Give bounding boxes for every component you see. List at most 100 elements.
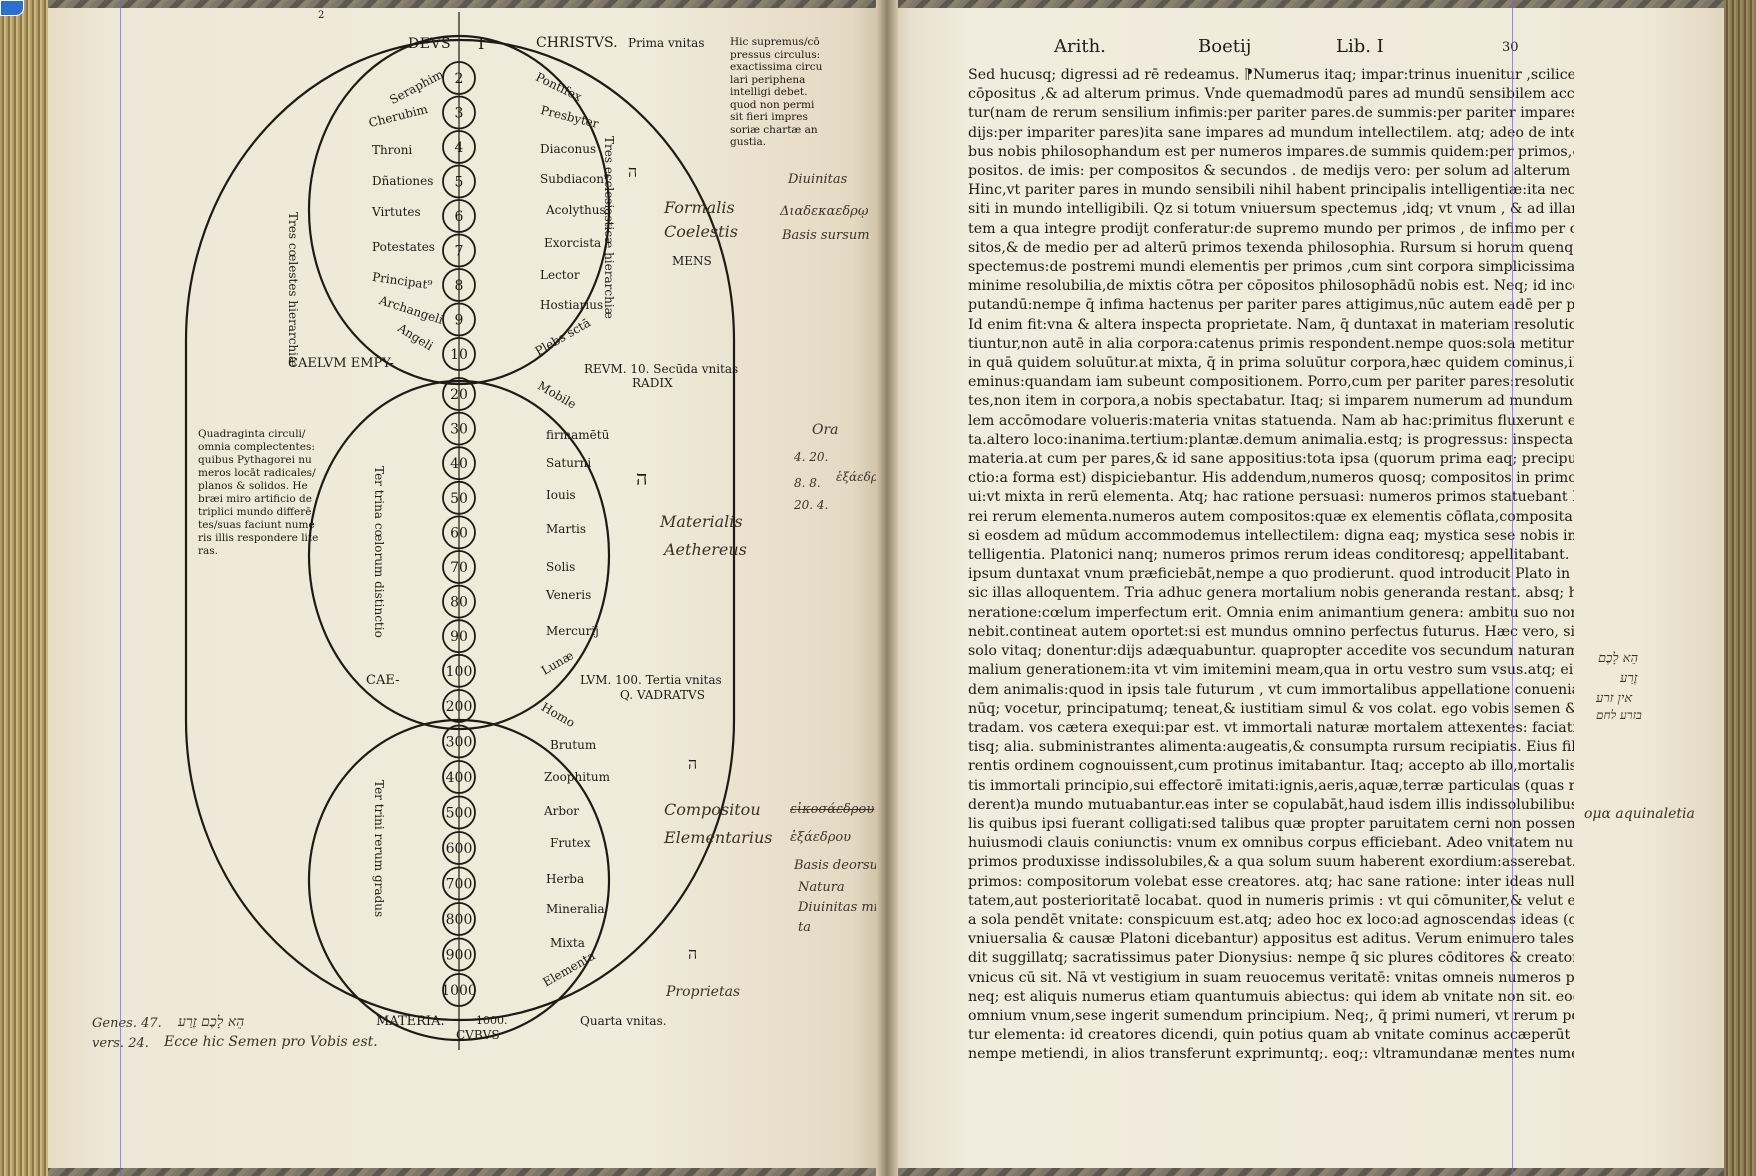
angel-dominationes: Dñationes: [372, 174, 434, 188]
hebrew-letter-4: ה: [688, 944, 698, 963]
number-circle: [442, 377, 476, 411]
text-line: Id enim fit:vna & altera inspecta propri…: [968, 316, 1574, 333]
number-circle-label: 90: [450, 629, 468, 645]
text-line: sic illas alloquentem. Tria adhuc genera…: [968, 585, 1574, 602]
sphere-solis: Solis: [546, 560, 576, 574]
number-circle: [442, 689, 476, 723]
text-line: omnium vnum,sese ingerit sumendum princi…: [968, 1007, 1574, 1024]
number-circle: [442, 164, 476, 199]
number-circle: [442, 268, 476, 302]
number-circle: [442, 302, 476, 337]
margin-natura: Natura: [798, 880, 845, 895]
radix-label: RADIX: [632, 376, 673, 390]
order-lector: Lector: [540, 268, 580, 282]
text-line: cōpositus ,& ad alterum primus. Vnde que…: [968, 86, 1574, 103]
number-circle: [442, 233, 476, 268]
text-line: tatem,aut posterioritatē locabat. quod i…: [968, 892, 1574, 909]
text-line: siti in mundo intelligibili. Qz si totum…: [968, 201, 1574, 218]
cae-label: CAE-: [366, 673, 400, 688]
text-line: putandū:nempe q̄ infima hactenus per par…: [968, 297, 1574, 314]
guide-line-right[interactable]: [1512, 0, 1513, 1176]
margin-formalis: Formalis: [664, 198, 735, 217]
sphere-saturni: Saturni: [546, 456, 592, 470]
text-line: neq; est aliquis numerus etiam quantumui…: [968, 988, 1574, 1005]
left-book-edge: [0, 0, 48, 1176]
margin-divinitas-mixta: Diuinitas mix-: [798, 900, 890, 915]
number-circle: [442, 446, 476, 481]
text-line: Hinc,vt pariter pares in mundo sensibili…: [968, 182, 1574, 199]
number-circle-label: 6: [455, 209, 464, 225]
number-circle-label: 700: [446, 877, 473, 893]
hierarchy-things: Ter trini rerum gradus: [372, 780, 386, 918]
text-line: rentis ordinem cognouissent,cum protinus…: [968, 758, 1574, 775]
number-circle-label: 900: [446, 948, 473, 964]
angel-virtutes: Virtutes: [372, 205, 421, 219]
number-circle-label: 1000: [441, 983, 477, 999]
number-circle-label: 3: [455, 106, 464, 122]
text-line: vnicus cū sit. Nā vt vestigium in suam r…: [968, 969, 1574, 986]
unity-one: I: [478, 34, 485, 53]
number-circle: [442, 199, 476, 233]
right-page: [886, 8, 1724, 1168]
text-line: vniuersalia & causæ Platoni dicebantur) …: [968, 931, 1574, 948]
quarta-unitas: Quarta vnitas.: [580, 1014, 667, 1028]
number-circle: [442, 902, 476, 936]
text-line: materia.at cum per pares,& id sane appos…: [968, 451, 1574, 468]
number-circle-label: 500: [446, 806, 473, 822]
number-circle: [442, 480, 476, 515]
materia-label: MATERIA.: [376, 1014, 445, 1029]
number-circle: [442, 866, 476, 901]
number-circle-label: 5: [455, 175, 464, 191]
number-circle-label: 40: [450, 456, 468, 472]
text-line: tradam. vos cætera exequi:par est. vt im…: [968, 719, 1574, 736]
number-circle: [442, 724, 476, 759]
number-circle-label: 800: [446, 912, 473, 928]
number-circle: [442, 130, 476, 164]
running-head-right: Lib. I: [1336, 36, 1384, 57]
text-line: ipsum duntaxat vnum præficiebāt,nempe a …: [968, 566, 1574, 583]
order-diaconus: Diaconus: [540, 142, 597, 156]
running-head-left: Arith.: [1054, 36, 1106, 57]
number-circle-label: 20: [450, 387, 468, 403]
sphere-iouis: Iouis: [546, 488, 576, 502]
margin-genesis: Genes. 47.: [92, 1016, 162, 1031]
text-line: nempe metiendi, in alios transferunt exp…: [968, 1046, 1574, 1063]
text-line: tur(nam de rerum sensilium infimis:per p…: [968, 105, 1574, 122]
guide-line-left[interactable]: [120, 0, 121, 1176]
text-line: dem animalis:quod in ipsis tale futurum …: [968, 681, 1574, 698]
margin-materialis: Materialis: [660, 512, 743, 531]
hierarchy-ecclesiastical: Tres ecclesiasticæ hierarchiæ: [602, 136, 616, 319]
text-line: primos: compositorum volebat esse creato…: [968, 873, 1574, 890]
prima-unitas: Prima vnitas: [628, 36, 705, 50]
number-circle: [442, 61, 476, 95]
number-circle: [442, 619, 476, 654]
margin-basis-deorsum: Basis deorsum: [794, 858, 891, 873]
angel-potestates: Potestates: [372, 240, 435, 254]
text-line: lis quibus ipsi fuerant colligati:sed ta…: [968, 815, 1574, 832]
text-line: minime resolubilia,de mixtis cōtra per c…: [968, 278, 1574, 295]
viewer-corner-button[interactable]: [0, 0, 24, 16]
margin-hebrew-1: הֵא לָכֶם: [1598, 651, 1639, 666]
text-line: tem a qua integre prodijt conferatur:de …: [968, 220, 1574, 237]
margin-basis-sursum: Basis sursum: [782, 228, 870, 243]
margin-divinitas: Diuinitas: [788, 172, 848, 187]
number-circle: [442, 760, 476, 794]
text-line: tisq; alia. subministrantes alimenta:aug…: [968, 739, 1574, 756]
text-line: huiusmodi clauis coniunctis: vnum ex omn…: [968, 835, 1574, 852]
order-hostiarius: Hostiarius: [540, 298, 604, 312]
number-circle-label: 400: [446, 770, 473, 786]
number-circle: [442, 95, 476, 130]
number-circle-label: 60: [450, 525, 468, 541]
margin-ref-a: 4. 20.: [794, 450, 829, 464]
hebrew-letter-1: ה: [628, 162, 638, 181]
margin-ora: Ora: [812, 422, 839, 438]
margin-ecce-semen: Ecce hic Semen pro Vobis est.: [164, 1034, 378, 1050]
text-line: dijs:per impariter pares)ita sane impare…: [968, 124, 1574, 141]
text-line: tes,non item in corpora,a nobis spectaba…: [968, 393, 1574, 410]
number-labels: 2345678910203040506070809010020030040050…: [441, 71, 477, 999]
text-line: lem accōmodare volueris:materia vnitas s…: [968, 412, 1574, 429]
margin-hebrew-3: אין זרע: [1596, 691, 1633, 706]
text-line: derent)a mundo mutuabantur.eas inter se …: [968, 796, 1574, 813]
number-circle-label: 2: [455, 71, 464, 87]
